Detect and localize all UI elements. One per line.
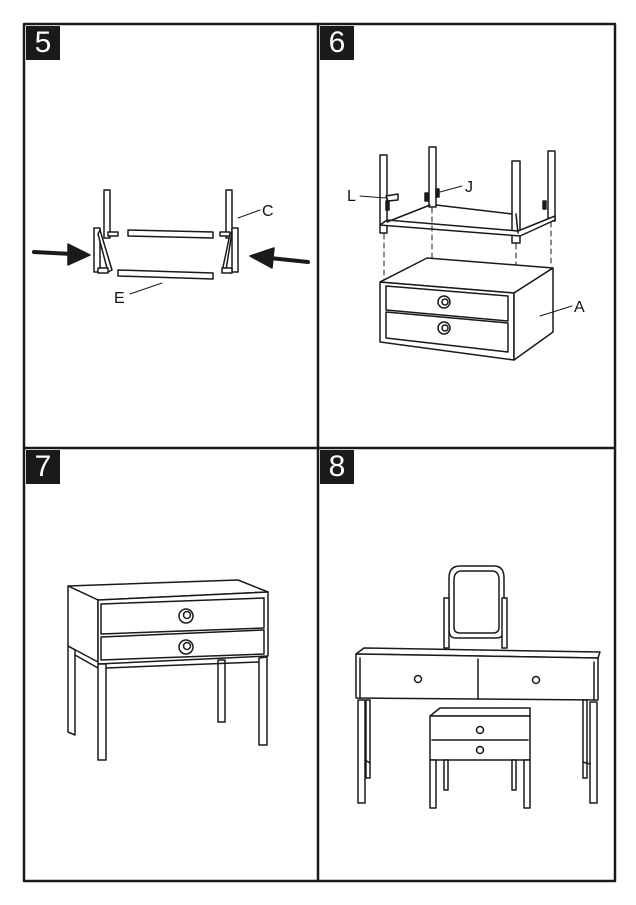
drawer-unit-a	[379, 257, 554, 361]
arrow-left-icon	[249, 247, 310, 269]
step-number-8: 8	[320, 450, 354, 484]
left-side-frame	[93, 189, 119, 274]
stool	[429, 707, 531, 809]
fitting-j-icon	[424, 188, 547, 210]
inverted-leg-frame	[379, 146, 556, 244]
bottom-rail-e	[117, 269, 214, 280]
right-side-frame	[219, 189, 239, 274]
part-label-a: A	[574, 299, 585, 316]
step-number-6: 6	[320, 26, 354, 60]
part-label-j: J	[465, 179, 473, 196]
step-number-5: 5	[26, 26, 60, 60]
fitting-l-icon	[385, 193, 399, 211]
part-label-l: L	[347, 188, 356, 205]
part-label-c: C	[262, 203, 274, 220]
mirror	[443, 565, 508, 649]
step-5-illustration	[32, 189, 310, 295]
part-label-e: E	[114, 290, 125, 307]
top-rail	[127, 229, 214, 239]
step-8-illustration	[355, 565, 601, 809]
step-6-illustration	[359, 146, 573, 361]
arrow-right-icon	[32, 243, 91, 266]
alignment-lines	[383, 207, 552, 283]
step-number-7: 7	[26, 450, 60, 484]
sheet-frame	[22, 22, 617, 883]
step-7-illustration	[67, 579, 269, 761]
